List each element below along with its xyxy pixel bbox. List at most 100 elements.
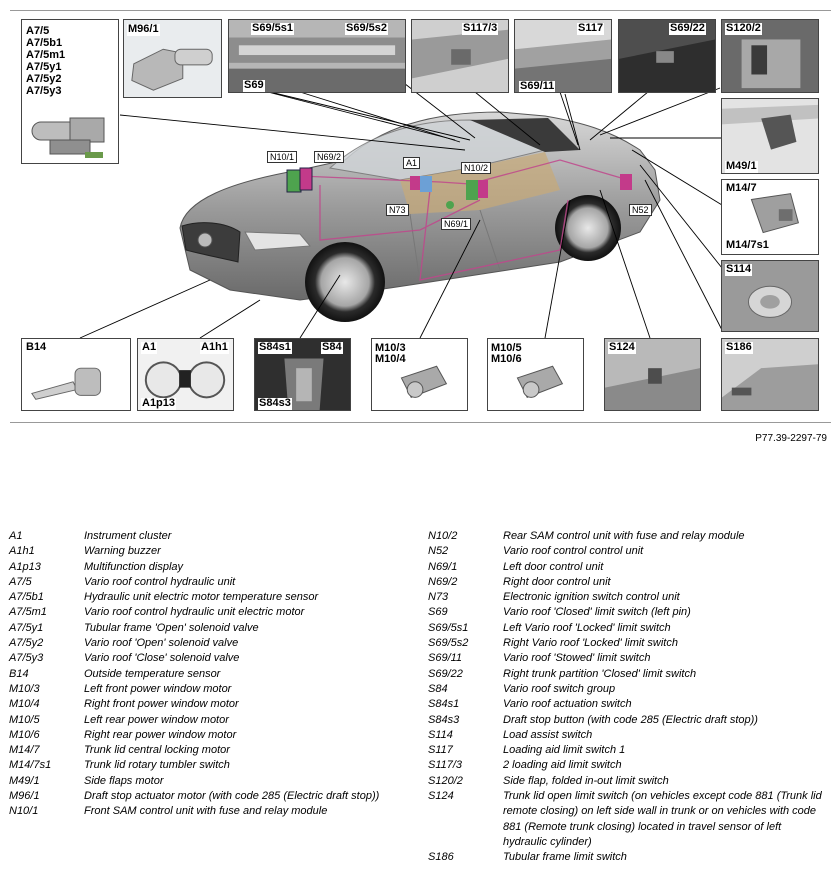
label-s69-11: S69/11 bbox=[519, 80, 556, 92]
legend-description: Vario roof control control unit bbox=[503, 545, 644, 558]
legend-description: Rear SAM control unit with fuse and rela… bbox=[503, 530, 745, 542]
legend-description: Left rear power window motor bbox=[84, 713, 229, 726]
label-a7-5m1: A7/5m1 bbox=[26, 49, 66, 61]
legend-description: Electronic ignition switch control unit bbox=[503, 591, 680, 604]
legend-code: M10/4 bbox=[9, 698, 40, 711]
legend-description: Vario roof control hydraulic unit electr… bbox=[84, 606, 305, 619]
legend-code: M10/6 bbox=[9, 728, 40, 741]
legend-description: Instrument cluster bbox=[84, 530, 172, 542]
legend-row: N69/2 Right door control unit bbox=[419, 575, 827, 590]
label-m10-6: M10/6 bbox=[491, 353, 522, 365]
component-location-diagram: A7/5 A7/5b1 A7/5m1 A7/5y1 A7/5y2 A7/5y3 … bbox=[0, 0, 837, 444]
legend-row: S117 Loading aid limit switch 1 bbox=[419, 743, 827, 758]
box-m14-7: M14/7 M14/7s1 bbox=[721, 179, 819, 255]
label-s69-5s1: S69/5s1 bbox=[251, 22, 294, 35]
legend-code: S84s3 bbox=[428, 713, 460, 726]
legend-code: M10/3 bbox=[9, 682, 40, 695]
legend-row: M10/5 Left rear power window motor bbox=[0, 713, 420, 728]
box-s69: S69/5s1 S69/5s2 S69 bbox=[228, 19, 406, 93]
legend-row: S84 Vario roof switch group bbox=[419, 682, 827, 697]
label-s69: S69 bbox=[243, 79, 265, 92]
legend-row: N52 Vario roof control control unit bbox=[419, 544, 827, 559]
legend-code: S186 bbox=[428, 851, 454, 864]
legend-code: N69/2 bbox=[428, 575, 458, 588]
label-s120-2: S120/2 bbox=[725, 22, 762, 35]
car-label-a1: A1 bbox=[403, 157, 421, 169]
legend-row: N10/2 Rear SAM control unit with fuse and… bbox=[419, 529, 827, 544]
hydraulic-unit-image bbox=[31, 117, 105, 158]
legend-code: S114 bbox=[428, 728, 453, 741]
legend-code: M14/7s1 bbox=[9, 759, 52, 772]
legend-row: M49/1 Side flaps motor bbox=[0, 774, 420, 789]
label-a7-5y2: A7/5y2 bbox=[26, 73, 62, 85]
box-m96-1: M96/1 bbox=[123, 19, 222, 98]
legend-code: A1h1 bbox=[9, 545, 35, 558]
legend-code: M49/1 bbox=[9, 774, 40, 787]
label-s124: S124 bbox=[608, 341, 636, 354]
legend-code: S69/22 bbox=[428, 667, 463, 680]
legend-code: N52 bbox=[428, 545, 449, 558]
legend-code: S69/5s1 bbox=[428, 621, 469, 634]
label-a7-5y3: A7/5y3 bbox=[26, 85, 62, 97]
legend-description: Right door control unit bbox=[503, 575, 611, 588]
label-a7-5b1: A7/5b1 bbox=[26, 37, 63, 49]
legend-code: S69/11 bbox=[428, 652, 463, 665]
legend-code: B14 bbox=[9, 667, 29, 680]
legend-code: S117 bbox=[428, 744, 453, 757]
box-m10-5: M10/5 M10/6 bbox=[487, 338, 584, 411]
legend-row: N69/1 Left door control unit bbox=[419, 560, 827, 575]
legend-description: Side flaps motor bbox=[84, 774, 164, 787]
legend-code: S84 bbox=[428, 682, 448, 695]
label-b14: B14 bbox=[25, 341, 48, 354]
legend-code: A1p13 bbox=[9, 560, 41, 573]
legend-description: Vario roof actuation switch bbox=[503, 698, 632, 711]
legend-code: S120/2 bbox=[428, 774, 463, 787]
legend-code: N69/1 bbox=[428, 560, 458, 573]
legend-row: S186 Tubular frame limit switch bbox=[419, 850, 827, 865]
box-s117: S117 S69/11 bbox=[514, 19, 612, 93]
legend-description: Vario roof switch group bbox=[503, 682, 616, 695]
legend-description: 2 loading aid limit switch bbox=[503, 759, 622, 772]
label-s117: S117 bbox=[577, 22, 605, 35]
legend-description: Multifunction display bbox=[84, 560, 184, 573]
label-s186: S186 bbox=[725, 341, 753, 354]
label-s114: S114 bbox=[725, 263, 753, 276]
legend-code: M10/5 bbox=[9, 713, 40, 726]
legend-description: Draft stop button (with code 285 (Electr… bbox=[503, 713, 758, 726]
label-s117-3: S117/3 bbox=[462, 22, 499, 35]
box-a7-5: A7/5 A7/5b1 A7/5m1 A7/5y1 A7/5y2 A7/5y3 bbox=[21, 19, 119, 164]
legend-description: Left door control unit bbox=[503, 560, 604, 573]
legend-code: A7/5b1 bbox=[9, 591, 44, 604]
legend-code: N10/2 bbox=[428, 530, 458, 542]
legend-description: Side flap, folded in-out limit switch bbox=[503, 774, 669, 787]
box-m10-3: M10/3 M10/4 bbox=[371, 338, 468, 411]
legend-description: Warning buzzer bbox=[84, 545, 161, 558]
label-m96-1: M96/1 bbox=[127, 23, 160, 36]
legend-code: A7/5 bbox=[9, 575, 32, 588]
legend-code: S69/5s2 bbox=[428, 637, 469, 650]
box-s120-2: S120/2 bbox=[721, 19, 819, 93]
legend-description: Front SAM control unit with fuse and rel… bbox=[84, 805, 328, 818]
legend-description: Tubular frame limit switch bbox=[503, 851, 627, 864]
legend-description: Loading aid limit switch 1 bbox=[503, 744, 626, 757]
label-s84s1: S84s1 bbox=[258, 341, 292, 354]
legend-code: S124 bbox=[428, 790, 454, 803]
legend-code: A7/5y1 bbox=[9, 621, 44, 634]
label-m49-1: M49/1 bbox=[725, 160, 758, 173]
legend-code: S84s1 bbox=[428, 698, 460, 711]
